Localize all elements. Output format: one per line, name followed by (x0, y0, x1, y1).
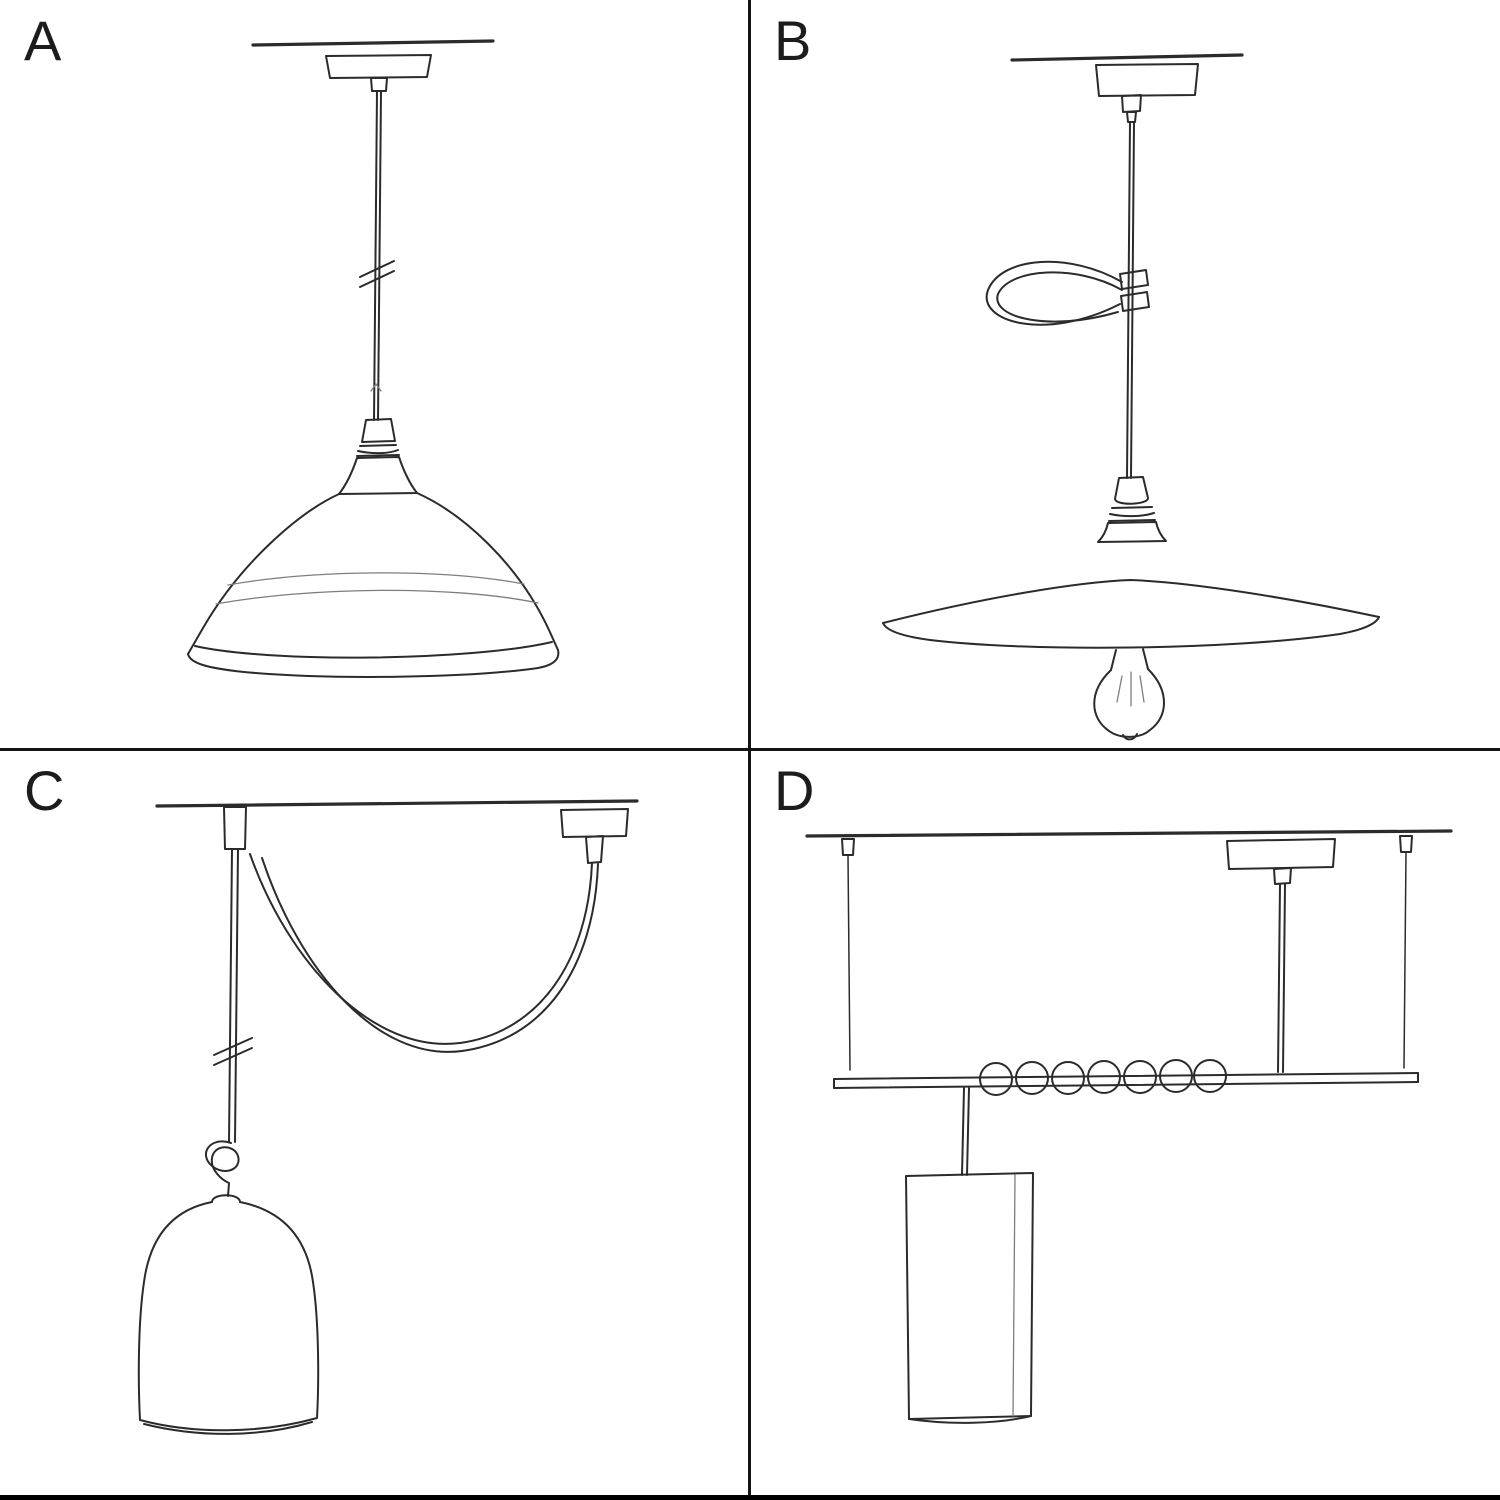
panel-c: C (0, 750, 750, 1500)
pendant-sketch-c (137, 799, 639, 1435)
panel-label-b: B (774, 9, 813, 72)
panel-label-d: D (774, 759, 816, 822)
pendant-sketch-a (187, 39, 560, 678)
pendant-sketch-d (805, 829, 1453, 1424)
panel-d: D (750, 750, 1500, 1500)
pendant-sketch-b (882, 53, 1380, 741)
horizontal-divider (0, 748, 1500, 751)
panel-b: B (750, 0, 1500, 750)
panel-label-a: A (24, 9, 63, 72)
bottom-border-line (0, 1495, 1500, 1500)
panel-label-c: C (24, 759, 66, 822)
panel-a: A (0, 0, 750, 750)
